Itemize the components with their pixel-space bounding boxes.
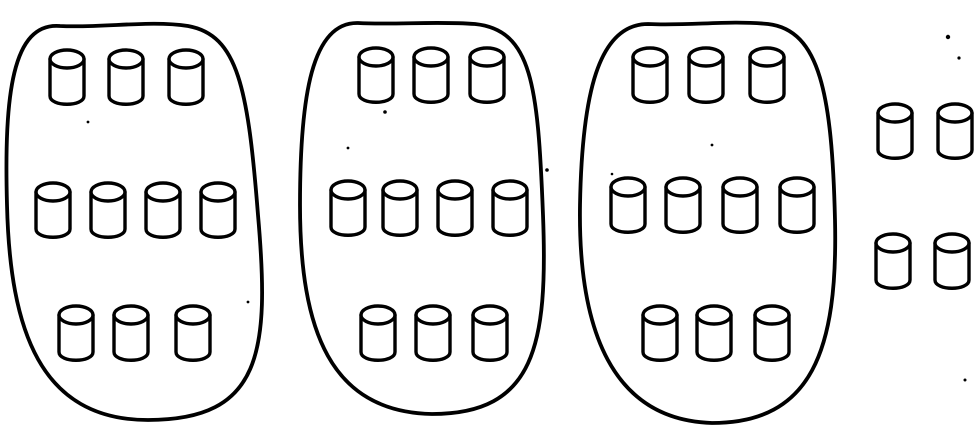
cylinder-can-icon	[750, 48, 784, 102]
groups-layer	[6, 23, 972, 423]
object-group-group-3	[580, 23, 835, 423]
cylinder-can-icon	[383, 181, 417, 235]
cylinder-can-icon	[36, 183, 70, 237]
cylinder-can-icon	[878, 104, 912, 158]
cylinder-can-icon	[938, 104, 972, 158]
speck	[611, 173, 614, 176]
cylinder-can-icon	[633, 48, 667, 102]
cylinder-can-icon	[666, 178, 700, 232]
cylinder-can-icon	[470, 48, 504, 102]
cylinder-can-icon	[416, 306, 450, 360]
cylinder-can-icon	[473, 306, 507, 360]
speck	[347, 147, 350, 150]
cylinder-can-icon	[780, 178, 814, 232]
cylinder-can-icon	[91, 183, 125, 237]
cylinder-can-icon	[697, 306, 731, 360]
speck	[545, 168, 549, 172]
speck	[964, 379, 967, 382]
object-group-leftover	[876, 104, 972, 288]
cylinder-can-icon	[643, 306, 677, 360]
cylinder-can-icon	[146, 183, 180, 237]
speck	[87, 121, 90, 124]
cylinder-can-icon	[114, 306, 148, 360]
speck	[711, 144, 714, 147]
speck	[247, 301, 250, 304]
speck	[946, 35, 950, 39]
speck	[383, 110, 387, 114]
cylinder-can-icon	[169, 50, 203, 104]
cylinder-can-icon	[331, 181, 365, 235]
cylinder-can-icon	[361, 306, 395, 360]
cylinder-can-icon	[109, 50, 143, 104]
speck	[957, 56, 960, 59]
cylinder-can-icon	[611, 178, 645, 232]
cylinder-can-icon	[176, 306, 210, 360]
cylinder-can-icon	[50, 50, 84, 104]
cylinder-can-icon	[935, 234, 969, 288]
cylinder-can-icon	[493, 181, 527, 235]
object-group-group-1	[6, 24, 262, 420]
cylinder-can-icon	[414, 48, 448, 102]
cylinder-can-icon	[876, 234, 910, 288]
cylinder-can-icon	[689, 48, 723, 102]
cylinder-can-icon	[59, 306, 93, 360]
cylinder-can-icon	[201, 183, 235, 237]
cylinder-can-icon	[723, 178, 757, 232]
cylinder-can-icon	[438, 181, 472, 235]
cylinder-can-icon	[755, 306, 789, 360]
object-group-group-2	[300, 23, 544, 414]
cylinder-can-icon	[359, 48, 393, 102]
